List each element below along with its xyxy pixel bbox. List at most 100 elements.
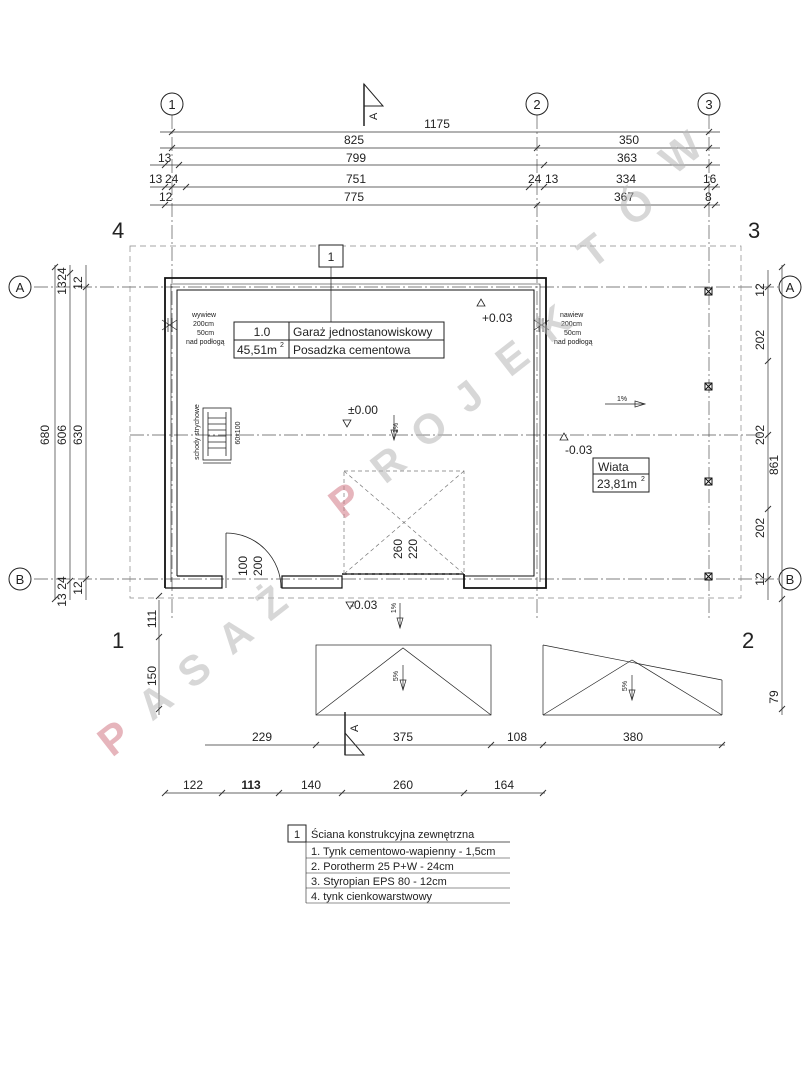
svg-text:S: S (169, 643, 220, 697)
vent-left-type: wywiew (191, 312, 217, 319)
dim-8: 8 (705, 190, 712, 204)
axis-bubble-a-right: A (778, 275, 802, 299)
room-name: Garaż jednostanowiskowy (293, 325, 432, 339)
svg-text:A: A (368, 112, 380, 120)
axis-bubble-a-left: A (8, 275, 32, 299)
dim-202-a: 202 (753, 330, 767, 350)
dim-630: 630 (71, 425, 85, 445)
svg-text:W: W (651, 121, 711, 183)
dim-24b: 24 (528, 172, 542, 186)
right-dimension-ticks (764, 263, 786, 713)
canopy-area: 23,81m (597, 477, 637, 491)
stairs-size: 60x100 (235, 421, 242, 444)
dim-202-b: 202 (753, 425, 767, 445)
legend-item-2: 2. Porotherm 25 P+W - 24cm (311, 861, 454, 873)
dim-16: 16 (703, 172, 717, 186)
corner-label-4: 4 (112, 218, 124, 243)
svg-text:Ż: Ż (247, 576, 296, 629)
vent-left-area: 200cm (193, 321, 214, 328)
room-number: 1.0 (254, 325, 271, 339)
slope-paving-right: 5% (622, 681, 629, 691)
dim-334: 334 (616, 172, 636, 186)
dim-164: 164 (494, 778, 514, 792)
dim-825: 825 (344, 133, 364, 147)
axis-bubble-b-left: B (8, 567, 32, 591)
dim-680: 680 (38, 425, 52, 445)
level-minus-003-outside: -0.03 (350, 598, 378, 612)
level-markers (342, 298, 569, 610)
svg-text:A: A (129, 673, 182, 729)
dim-right-12b: 12 (753, 572, 767, 586)
wall-legend (287, 824, 510, 904)
dim-24: 24 (165, 172, 179, 186)
dim-13: 13 (158, 151, 172, 165)
vent-left-note: nad podłogą (186, 339, 225, 346)
vent-right-type: nawiew (560, 312, 584, 319)
level-minus-003: -0.03 (565, 443, 593, 457)
axis-bubble-1: 1 (160, 92, 184, 116)
attic-stairs (202, 407, 232, 464)
legend-item-1: 1. Tynk cementowo-wapienny - 1,5cm (311, 846, 495, 858)
exterior-paving (315, 644, 723, 716)
dim-left-24: 24 (55, 267, 69, 281)
room-label-table (233, 321, 445, 359)
section-marker-bottom: A (344, 712, 366, 756)
svg-text:A: A (786, 280, 795, 295)
dim-79: 79 (767, 690, 781, 704)
dim-229: 229 (252, 730, 272, 744)
dim-363: 363 (617, 151, 637, 165)
dim-left-12: 12 (71, 276, 85, 290)
svg-text:R: R (362, 436, 415, 492)
legend-number: 1 (294, 829, 300, 841)
dim-202-c: 202 (753, 518, 767, 538)
gate-height: 220 (406, 539, 420, 559)
dim-799: 799 (346, 151, 366, 165)
dim-12: 12 (159, 190, 173, 204)
svg-text:P: P (89, 711, 140, 765)
svg-text:B: B (786, 572, 795, 587)
dim-left-13b: 13 (55, 593, 69, 607)
dim-140: 140 (301, 778, 321, 792)
slope-garage: 1% (393, 423, 400, 433)
axis-bubble-2: 2 (525, 92, 549, 116)
dim-375: 375 (393, 730, 413, 744)
axis-lines (34, 115, 778, 620)
slope-paving-left: 5% (393, 671, 400, 681)
legend-item-4: 4. tynk cienkowarstwowy (311, 891, 433, 903)
door-width: 100 (236, 556, 250, 576)
slope-outside: 1% (391, 603, 398, 613)
dim-left-24b: 24 (55, 576, 69, 590)
svg-text:O: O (402, 400, 457, 457)
room-floor: Posadzka cementowa (293, 343, 411, 357)
gate-opening (343, 470, 465, 575)
svg-text:B: B (16, 572, 25, 587)
svg-text:J: J (445, 371, 492, 422)
legend-title: Ściana konstrukcyjna zewnętrzna (311, 828, 475, 841)
vent-right (533, 318, 550, 332)
dim-606: 606 (55, 425, 69, 445)
right-dimension-lines (767, 265, 783, 715)
svg-text:P: P (320, 473, 371, 527)
svg-text:1: 1 (168, 97, 175, 112)
dim-380: 380 (623, 730, 643, 744)
axis-bubble-3: 3 (697, 92, 721, 116)
canopy-area-sup: 2 (641, 476, 645, 483)
bottom-dimension-lines (165, 744, 725, 794)
room-area: 45,51m (237, 343, 277, 357)
left-dimension-lines (54, 265, 160, 715)
wall-tag-number: 1 (328, 250, 335, 264)
svg-text:3: 3 (705, 97, 712, 112)
left-dimension-ticks (51, 263, 163, 713)
axis-bubble-b-right: B (778, 567, 802, 591)
svg-text:2: 2 (533, 97, 540, 112)
door-swing (225, 532, 282, 589)
level-zero: ±0.00 (348, 403, 378, 417)
dim-total-width: 1175 (424, 117, 450, 131)
dim-350: 350 (619, 133, 639, 147)
corner-label-3: 3 (748, 218, 760, 243)
svg-text:E: E (487, 331, 538, 385)
svg-text:A: A (349, 724, 361, 732)
dim-108: 108 (507, 730, 527, 744)
corner-label-1: 1 (112, 628, 124, 653)
dim-113: 113 (241, 778, 261, 792)
